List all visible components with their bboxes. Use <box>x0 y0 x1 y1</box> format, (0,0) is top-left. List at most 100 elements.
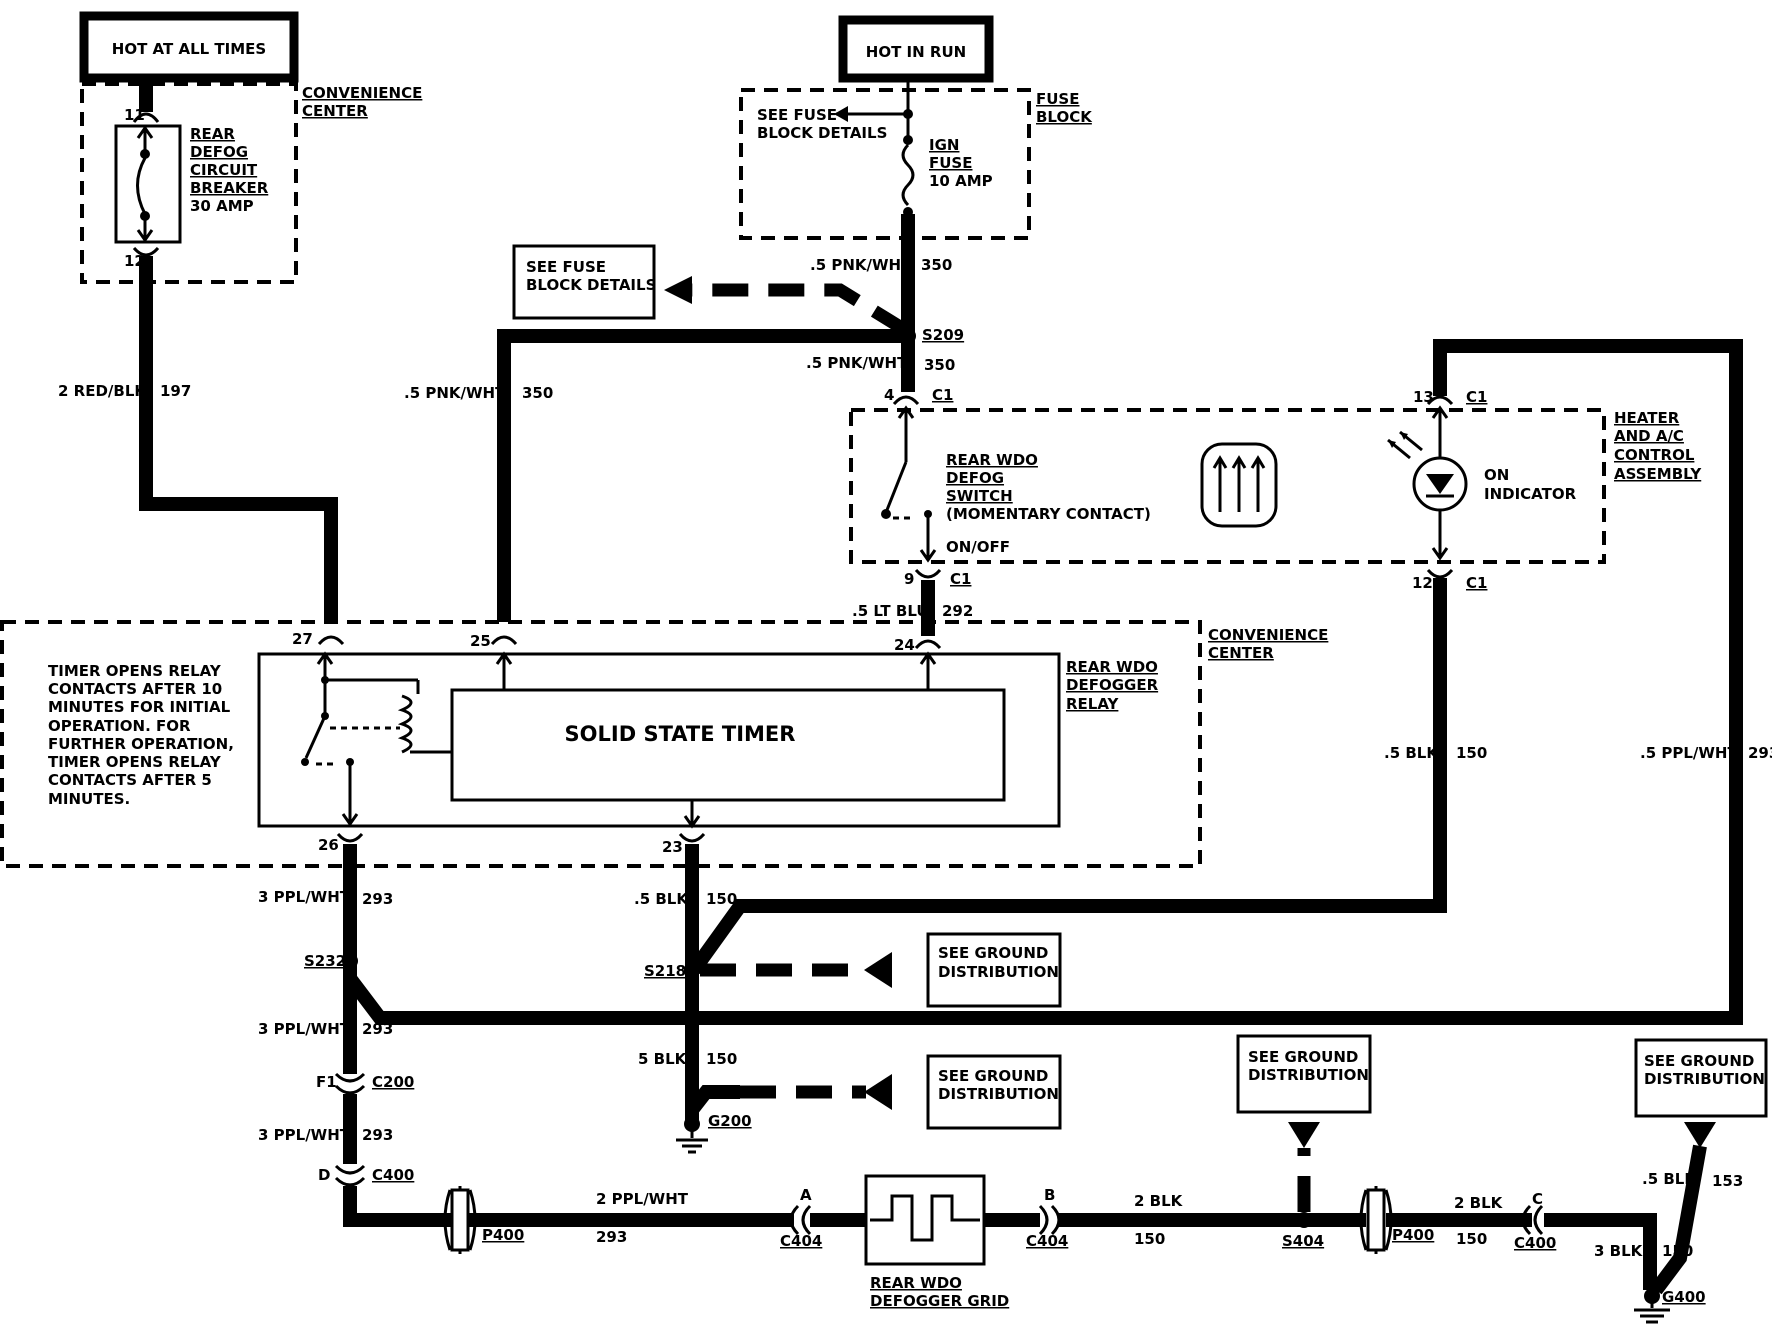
splice-s232 <box>342 953 358 969</box>
wire-292-circuit: 292 <box>942 602 973 620</box>
wire-197-circuit: 197 <box>160 382 191 400</box>
relay-note-line: MINUTES. <box>48 790 130 808</box>
connector-b-label: B <box>1044 1186 1055 1204</box>
see-fuse-block-label-2: BLOCK DETAILS <box>526 276 656 294</box>
relay-title-3: RELAY <box>1066 695 1120 713</box>
wire-150-g400-gauge: 3 BLK <box>1594 1242 1644 1260</box>
connector-c200: F1 C200 <box>316 1072 414 1095</box>
wire-150-grid-gauge: 2 BLK <box>1134 1192 1184 1210</box>
fuse-block-title2: BLOCK <box>1036 108 1093 126</box>
splice-s232-label: S232 <box>304 952 346 970</box>
heater-title-1: HEATER <box>1614 409 1680 427</box>
wire-150-a-circuit: 150 <box>706 890 737 908</box>
ground-g200-label: G200 <box>708 1112 752 1130</box>
connector-c400-c: C C400 <box>1514 1190 1556 1252</box>
fuse-block-outline <box>739 88 1031 240</box>
hot-in-run-label: HOT IN RUN <box>866 43 966 61</box>
convenience-center-top-outline <box>80 82 298 284</box>
switch-label-4: (MOMENTARY CONTACT) <box>946 505 1151 523</box>
convenience-center-top-label: CONVENIENCE <box>302 84 422 102</box>
breaker-pin-11: 11 <box>124 106 145 124</box>
heater-title-2: AND A/C <box>1614 427 1684 445</box>
connector-a-label: A <box>800 1186 812 1204</box>
convenience-center-label: CONVENIENCE <box>1208 626 1328 644</box>
solid-state-timer-label: SOLID STATE TIMER <box>565 722 796 746</box>
relay-pin-24: 24 <box>894 636 915 654</box>
relay-pin-26: 26 <box>318 836 339 854</box>
relay-note-line: FURTHER OPERATION, <box>48 735 234 753</box>
see-ground-3-label-2: DISTRIBUTION <box>1248 1066 1369 1084</box>
convenience-center-relay-outline <box>0 620 1202 868</box>
relay-note-line: CONTACTS AFTER 10 <box>48 680 222 698</box>
indicator-label-1: ON <box>1484 466 1509 484</box>
wire-293-a-circuit: 293 <box>362 890 393 908</box>
splice-s218-label: S218 <box>644 962 686 980</box>
connector-p400-a-label: P400 <box>482 1226 524 1244</box>
wire-153-gauge: .5 BLK <box>1642 1170 1697 1188</box>
connector-c200-label: C200 <box>372 1073 414 1091</box>
heater-title-4: ASSEMBLY <box>1614 465 1702 483</box>
wire-150-a-gauge: .5 BLK <box>634 890 689 908</box>
wire-293-grid-gauge: 2 PPL/WHT <box>596 1190 689 1208</box>
connector-p400-b-label: P400 <box>1392 1226 1434 1244</box>
see-ground-2-label-1: SEE GROUND <box>938 1067 1048 1085</box>
defogger-grid-label-1: REAR WDO <box>870 1274 962 1292</box>
switch-onoff-label: ON/OFF <box>946 538 1010 556</box>
wire-293-right-circuit: 293 <box>1748 744 1772 762</box>
relay-note-line: CONTACTS AFTER 5 <box>48 771 212 789</box>
connector-c400: D C400 <box>318 1164 414 1187</box>
wire-350-top-gauge: .5 PNK/WHT <box>810 256 912 274</box>
indicator-label-2: INDICATOR <box>1484 485 1577 503</box>
breaker-label-5: 30 AMP <box>190 197 254 215</box>
heater-pin-12: 12 <box>1412 574 1433 592</box>
switch-label-2: DEFOG <box>946 469 1004 487</box>
switch-label-3: SWITCH <box>946 487 1013 505</box>
wire-150-right-gauge: .5 BLK <box>1384 744 1439 762</box>
hot-at-all-times-box: HOT AT ALL TIMES <box>79 11 299 83</box>
ign-fuse-label-3: 10 AMP <box>929 172 993 190</box>
breaker-label-4: BREAKER <box>190 179 269 197</box>
heater-c1-label-d: C1 <box>1466 574 1487 592</box>
wire-293-right <box>343 339 1743 1025</box>
fuse-detail-dashed-lead <box>690 283 909 336</box>
relay-note-line: TIMER OPENS RELAY <box>48 662 222 680</box>
ground-g200: G200 <box>676 1112 752 1154</box>
splice-s404-label: S404 <box>1282 1232 1324 1250</box>
relay-pin-27: 27 <box>292 630 313 648</box>
solid-state-timer <box>450 688 1006 802</box>
see-ground-4-label-1: SEE GROUND <box>1644 1052 1754 1070</box>
wire-350-left-gauge: .5 PNK/WHT <box>404 384 506 402</box>
wire-293-b-circuit: 293 <box>362 1020 393 1038</box>
connector-d-label: D <box>318 1166 330 1184</box>
ign-fuse: SEE FUSE BLOCK DETAILS IGN FUSE 10 AMP <box>757 78 993 217</box>
see-ground-box-1 <box>926 932 1062 1008</box>
fuse-detail-arrow <box>664 276 692 304</box>
wire-150-b-circuit: 150 <box>706 1050 737 1068</box>
wire-350-top-circuit: 350 <box>921 256 952 274</box>
convenience-center-label-2: CENTER <box>1208 644 1274 662</box>
connector-p400-b: P400 <box>1359 1186 1434 1254</box>
wire-350-mid-gauge: .5 PNK/WHT <box>806 354 908 372</box>
wire-150-grid-circuit: 150 <box>1134 1230 1165 1248</box>
breaker-label-3: CIRCUIT <box>190 161 258 179</box>
connector-c404-a: A C404 <box>780 1186 822 1250</box>
relay-pin-23: 23 <box>662 838 683 856</box>
wire-350-left-circuit: 350 <box>522 384 553 402</box>
relay-note-line: MINUTES FOR INITIAL <box>48 698 231 716</box>
heater-title-3: CONTROL <box>1614 446 1695 464</box>
relay-note-line: OPERATION. FOR <box>48 717 191 735</box>
see-fuse-block-label-1: SEE FUSE <box>526 258 606 276</box>
wire-150-p400-circuit: 150 <box>1456 1230 1487 1248</box>
wire-293-b-gauge: 3 PPL/WHT <box>258 1020 351 1038</box>
ign-fuse-label-1: IGN <box>929 136 959 154</box>
see-ground-box-4 <box>1634 1038 1768 1118</box>
splice-s404 <box>1296 1212 1312 1228</box>
connector-c-label: C <box>1532 1190 1543 1208</box>
heater-c1-label-a: C1 <box>932 386 953 404</box>
relay-title-1: REAR WDO <box>1066 658 1158 676</box>
see-ground-4-label-2: DISTRIBUTION <box>1644 1070 1765 1088</box>
connector-f1-label: F1 <box>316 1073 337 1091</box>
wire-293-c-gauge: 3 PPL/WHT <box>258 1126 351 1144</box>
fuse-block-see-2: BLOCK DETAILS <box>757 124 887 142</box>
